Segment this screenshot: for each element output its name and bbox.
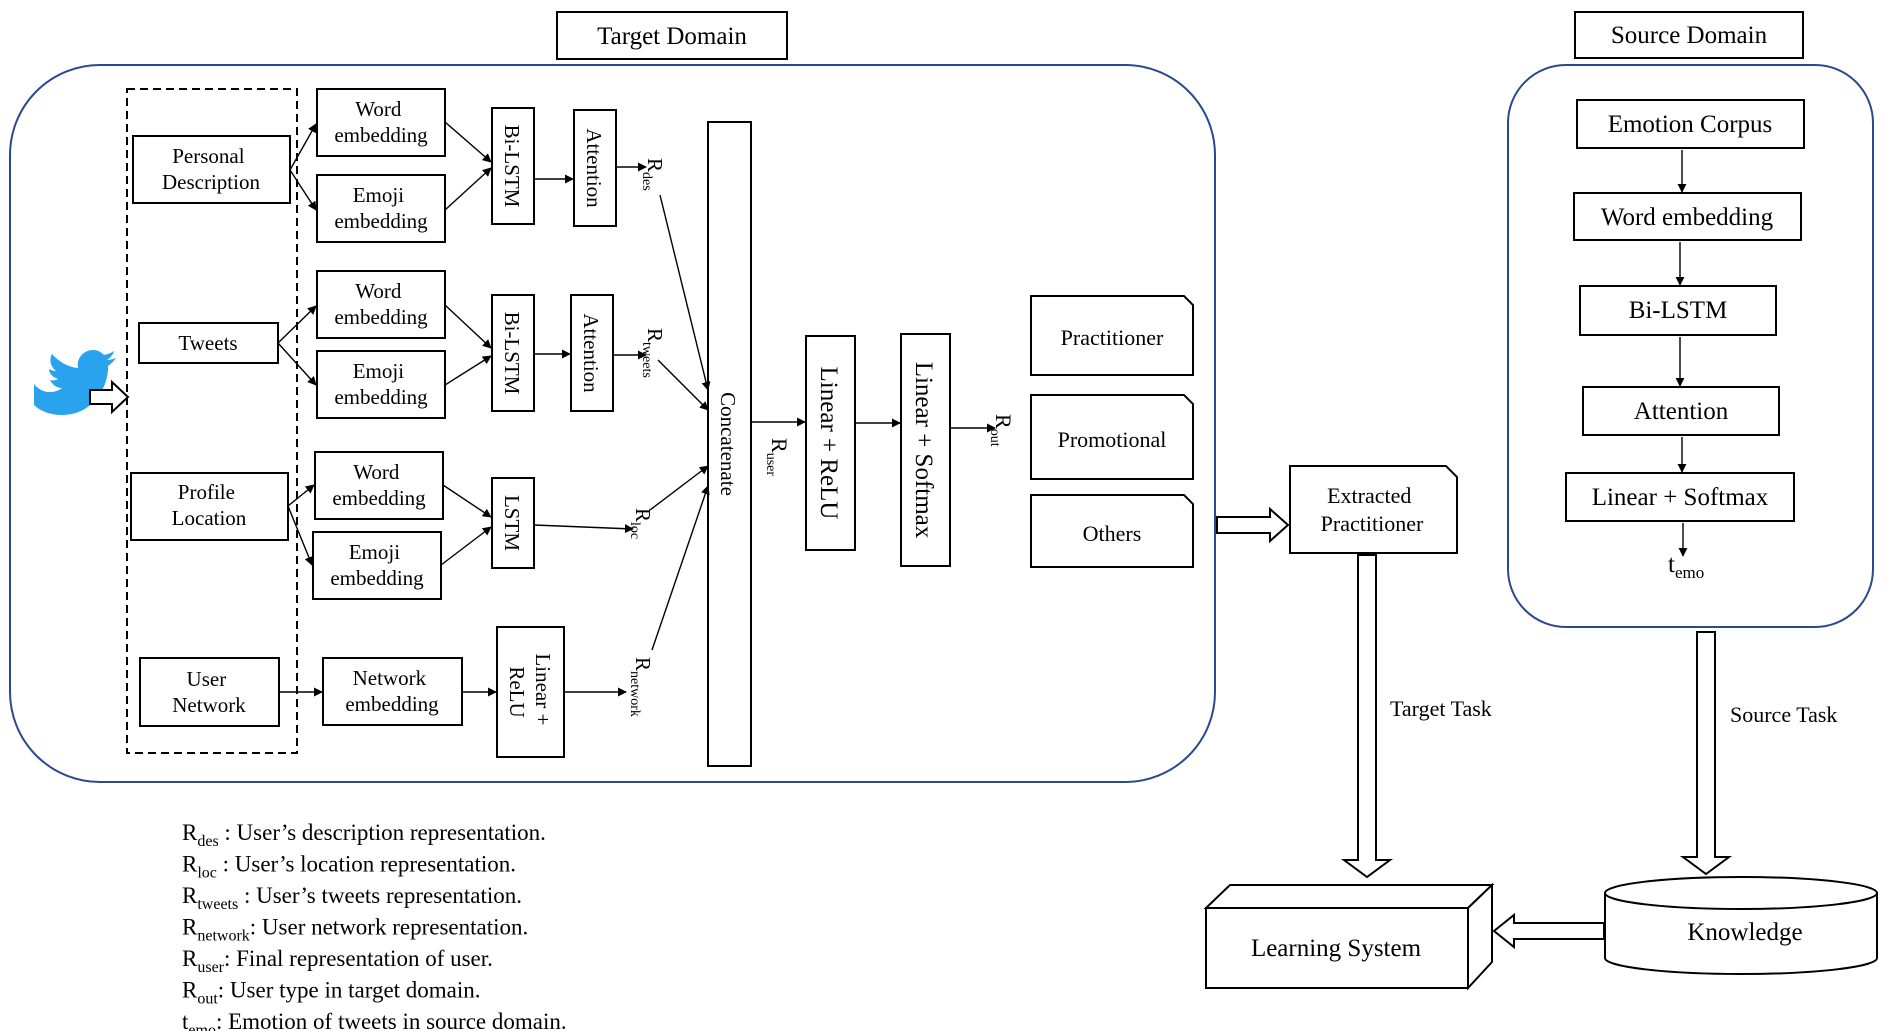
attention-box-1 [573, 109, 617, 227]
network-embedding-box [322, 657, 463, 726]
r-des-label: Rdes [639, 158, 667, 191]
target-domain-arrows [277, 121, 996, 697]
linear-relu-box [805, 335, 856, 551]
legend-item: Rdes : User’s description representation… [182, 820, 546, 850]
input-arrow [89, 379, 130, 415]
extract-arrow [1216, 506, 1290, 544]
target-task-arrow [1340, 554, 1394, 879]
tweets-label: Tweets [178, 331, 237, 355]
extracted-practitioner-box [1289, 465, 1458, 554]
linear-softmax-box [900, 333, 951, 567]
attention-label-1: Attention [582, 128, 606, 208]
emotion-corpus-box [1576, 99, 1805, 149]
legend-item: Rnetwork: User network representation. [182, 915, 528, 945]
output-promotional-box [1030, 394, 1194, 480]
output-others-label: Others [1083, 521, 1142, 546]
target-task-label: Target Task [1390, 696, 1492, 721]
source-domain-title-box [1574, 11, 1804, 59]
personal-description-label: Personal Description [162, 144, 260, 194]
bilstm-box-1 [491, 107, 535, 225]
output-practitioner-label: Practitioner [1061, 325, 1164, 350]
knowledge-arrow [1492, 912, 1605, 950]
output-practitioner-box [1030, 295, 1194, 376]
source-attention-box [1582, 386, 1780, 436]
concatenate-box [707, 121, 752, 767]
output-others-box [1030, 494, 1194, 568]
legend-item: Rout: User type in target domain. [182, 978, 481, 1008]
profile-location-label: Profile Location [172, 480, 247, 530]
legend-item: temo: Emotion of tweets in source domain… [182, 1009, 567, 1031]
source-domain-arrows [1675, 150, 1688, 557]
source-linear-softmax-label: Linear + Softmax [1592, 484, 1769, 511]
r-user-label: Ruser [763, 438, 792, 476]
emoji-embedding-box-1 [316, 174, 446, 243]
word-embedding-box-1 [316, 88, 446, 157]
linear-relu-small-label: Linear + ReLU [505, 653, 555, 730]
word-embedding-box-3 [314, 451, 444, 520]
legend-item: Rloc : User’s location representation. [182, 852, 516, 882]
attention-label-2: Attention [579, 313, 603, 393]
tweets-box [138, 322, 279, 364]
word-embedding-label-2: Word embedding [334, 279, 428, 329]
target-domain-title: Target Domain [597, 23, 747, 50]
knowledge-store: Knowledge [1604, 876, 1878, 975]
emoji-embedding-label-2: Emoji embedding [334, 359, 428, 409]
linear-relu-label: Linear + ReLU [815, 367, 842, 520]
source-domain-frame [1507, 64, 1874, 628]
emotion-corpus-label: Emotion Corpus [1608, 111, 1773, 138]
bilstm-label-1: Bi-LSTM [500, 125, 524, 208]
extracted-practitioner-label: Extracted Practitioner [1321, 483, 1424, 536]
twitter-bird-icon [34, 350, 116, 415]
r-out-label: Rout [987, 414, 1016, 447]
concatenate-label: Concatenate [716, 392, 740, 496]
bilstm-label-2: Bi-LSTM [500, 312, 524, 395]
word-embedding-label-3: Word embedding [332, 460, 426, 510]
network-embedding-label: Network embedding [345, 666, 439, 716]
source-domain: Source Domain Emotion Corpus Word embedd… [1507, 11, 1874, 628]
source-attention-label: Attention [1634, 398, 1729, 425]
input-features-group [126, 88, 298, 754]
legend: Rdes : User’s description representation… [182, 820, 567, 1031]
profile-location-box [130, 472, 289, 541]
source-task-arrow [1679, 631, 1733, 876]
r-loc-label: Rloc [627, 508, 655, 539]
emoji-embedding-label-1: Emoji embedding [334, 183, 428, 233]
lstm-box [491, 477, 535, 569]
legend-item: Ruser: Final representation of user. [182, 946, 493, 976]
source-domain-title: Source Domain [1611, 22, 1768, 49]
personal-description-box [132, 135, 291, 204]
linear-softmax-label: Linear + Softmax [910, 362, 937, 539]
learning-system: Learning System [1203, 882, 1495, 991]
source-word-embedding-label: Word embedding [1601, 204, 1774, 231]
bilstm-box-2 [491, 294, 535, 412]
source-linear-softmax-box [1565, 472, 1795, 522]
target-domain: Target Domain Personal Description Tweet… [9, 11, 1216, 783]
emoji-embedding-box-3 [312, 531, 442, 600]
attention-box-2 [570, 294, 614, 412]
legend-item: Rtweets : User’s tweets representation. [182, 883, 522, 913]
emoji-embedding-box-2 [316, 350, 446, 419]
t-emo-label: temo [1668, 551, 1704, 582]
learning-system-label: Learning System [1251, 935, 1422, 962]
user-network-label: User Network [172, 667, 246, 717]
lstm-label: LSTM [500, 495, 524, 551]
word-embedding-label-1: Word embedding [334, 97, 428, 147]
source-bilstm-label: Bi-LSTM [1629, 297, 1728, 324]
r-network-label: Rnetwork [627, 657, 655, 717]
emoji-embedding-label-3: Emoji embedding [330, 540, 424, 590]
r-tweets-label: Rtweets [639, 328, 667, 378]
source-task-label: Source Task [1730, 702, 1837, 727]
user-network-box [139, 657, 280, 727]
knowledge-label: Knowledge [1687, 919, 1802, 946]
target-domain-frame [9, 64, 1216, 783]
output-promotional-label: Promotional [1058, 427, 1167, 452]
target-domain-title-box [556, 11, 788, 60]
source-bilstm-box [1579, 285, 1777, 336]
word-embedding-box-2 [316, 270, 446, 339]
source-word-embedding-box [1573, 192, 1802, 241]
